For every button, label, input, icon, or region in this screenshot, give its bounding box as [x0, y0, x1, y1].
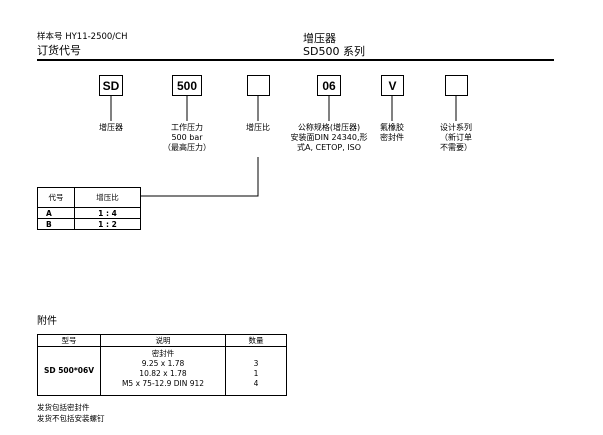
- code-box-design: [445, 75, 468, 96]
- label-ratio: 增压比: [246, 123, 270, 132]
- acc-quantity: 3 1 4: [225, 346, 287, 396]
- table-row: B 1 : 2: [37, 218, 141, 230]
- code-box-size: 06: [317, 75, 341, 96]
- table-row: SD 500*06V 密封件 9.25 x 1.78 10.82 x 1.78 …: [37, 346, 287, 396]
- ratio-value: 1 : 4: [74, 207, 141, 219]
- accessories-table: 型号 说明 数量 SD 500*06V 密封件 9.25 x 1.78 10.8…: [37, 334, 287, 396]
- label-pressure: 工作压力 500 bar （最高压力）: [163, 123, 211, 152]
- acc-description: 密封件 9.25 x 1.78 10.82 x 1.78 M5 x 75-12.…: [100, 346, 226, 396]
- ratio-table: 代号 增压比 A 1 : 4 B 1 : 2: [37, 187, 141, 230]
- sample-number: 样本号 HY11-2500/CH: [37, 32, 128, 42]
- label-size: 公称规格(增压器) 安装面DIN 24340,形 式A, CETOP, ISO: [290, 123, 368, 152]
- product-series: SD500 系列: [303, 45, 365, 58]
- code-box-sd: SD: [99, 75, 123, 96]
- ratio-header-code: 代号: [37, 187, 75, 208]
- accessories-title: 附件: [37, 316, 57, 327]
- ratio-header-ratio: 增压比: [74, 187, 141, 208]
- code-box-pressure: 500: [172, 75, 202, 96]
- ratio-code: A: [37, 207, 75, 219]
- acc-model: SD 500*06V: [37, 346, 101, 396]
- ratio-value: 1 : 2: [74, 218, 141, 230]
- label-seal: 氟橡胶 密封件: [380, 123, 404, 142]
- order-code-title: 订货代号: [37, 44, 81, 57]
- label-sd: 增压器: [99, 123, 123, 132]
- note-included: 发货包括密封件: [37, 403, 90, 412]
- code-box-seal: V: [381, 75, 404, 96]
- acc-header-description: 说明: [100, 334, 226, 347]
- label-design: 设计系列 （新订单 不需要）: [440, 123, 472, 152]
- note-not-included: 发货不包括安装螺钉: [37, 414, 105, 423]
- ratio-code: B: [37, 218, 75, 230]
- code-box-ratio: [247, 75, 270, 96]
- header-rule: [37, 59, 554, 61]
- acc-header-model: 型号: [37, 334, 101, 347]
- product-title: 增压器: [303, 32, 336, 45]
- table-row: A 1 : 4: [37, 207, 141, 219]
- acc-header-quantity: 数量: [225, 334, 287, 347]
